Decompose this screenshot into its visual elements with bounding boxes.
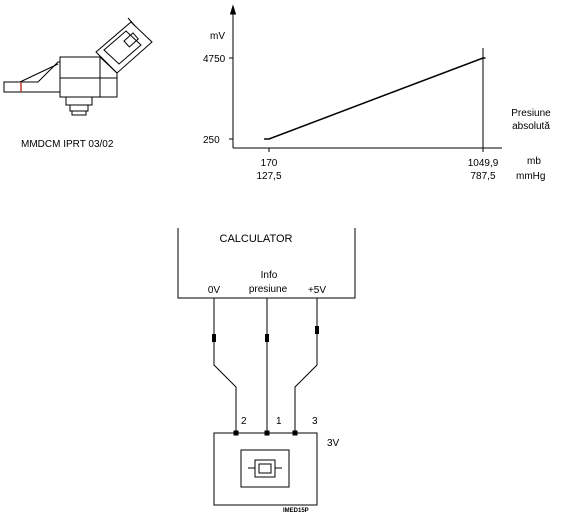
x-unit-mb: mb xyxy=(527,156,541,167)
chart-axes xyxy=(229,4,502,152)
pin-number-3: 3 xyxy=(312,416,318,427)
pin-label-presiune: presiune xyxy=(249,284,288,295)
chart-series-line-0 xyxy=(264,57,486,140)
x-tick-label-127-5: 127,5 xyxy=(256,171,281,182)
sensor-connector-tab xyxy=(123,32,139,48)
x-tick-label-1049-9: 1049,9 xyxy=(468,158,499,169)
sensor-caption: MMDCM IPRT 03/02 xyxy=(21,139,114,150)
x-tick-label-170: 170 xyxy=(261,158,278,169)
x-unit-mmhg: mmHg xyxy=(516,171,545,182)
sensor-component xyxy=(213,432,318,506)
y-tick-label-250: 250 xyxy=(203,135,220,146)
pin-junction-2 xyxy=(233,430,239,436)
wire-pin-2 xyxy=(213,298,237,433)
sensor-inner-box xyxy=(240,449,290,488)
voltage-label: 3V xyxy=(327,438,340,449)
pin-label-5v: +5V xyxy=(308,285,326,296)
sensor-element xyxy=(254,459,276,478)
pin-junctions xyxy=(233,430,298,436)
x-axis-title-line1: Presiune xyxy=(511,108,551,119)
sensor-body xyxy=(59,56,118,98)
y-axis-arrow xyxy=(229,4,237,15)
chart-series-group xyxy=(264,57,486,140)
wire-pin-3 xyxy=(294,298,318,433)
pin-number-2: 2 xyxy=(241,416,247,427)
sensor-connector xyxy=(95,21,153,74)
pin-label-info: Info xyxy=(261,270,278,281)
drawing-code: IMED15P xyxy=(283,508,309,514)
wire-connectors xyxy=(212,326,319,342)
x-tick-label-787-5: 787,5 xyxy=(470,171,495,182)
sensor-outer-box xyxy=(213,432,318,506)
x-axis-title-line2: absolută xyxy=(512,121,550,132)
sensor-drawing xyxy=(3,17,153,116)
wiring xyxy=(213,298,318,433)
pin-junction-1 xyxy=(264,430,270,436)
calculator-label: CALCULATOR xyxy=(220,233,293,245)
pin-label-0v: 0V xyxy=(208,285,221,296)
sensor-connector-inner xyxy=(103,30,142,65)
pin-junction-3 xyxy=(292,430,298,436)
y-tick-label-4750: 4750 xyxy=(203,54,226,65)
pin-number-1: 1 xyxy=(276,416,282,427)
sensor-spigot xyxy=(65,96,93,106)
y-axis-label: mV xyxy=(210,31,225,42)
